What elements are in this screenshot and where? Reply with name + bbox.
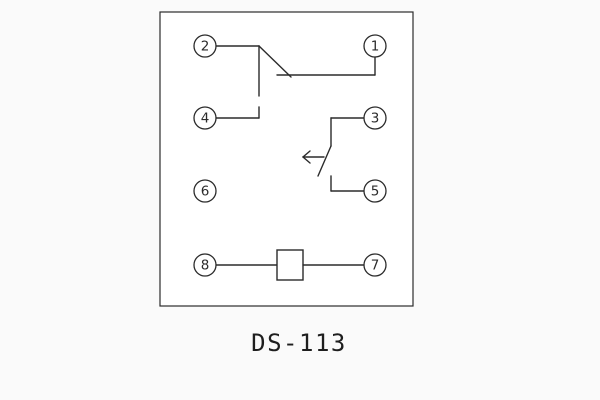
terminal-6-label: 6 — [201, 184, 210, 200]
terminal-5: 5 — [363, 179, 387, 203]
terminal-2: 2 — [193, 34, 217, 58]
arrow-icon — [301, 150, 311, 164]
terminal-1-label: 1 — [371, 39, 380, 55]
terminal-3-label: 3 — [371, 111, 380, 127]
coil-symbol — [276, 249, 304, 281]
contact-blade-middle — [317, 145, 332, 177]
terminal-7: 7 — [363, 253, 387, 277]
terminal-4: 4 — [193, 106, 217, 130]
model-label: DS-113 — [251, 329, 347, 357]
terminal-2-label: 2 — [201, 39, 210, 55]
terminal-4-label: 4 — [201, 111, 210, 127]
terminal-6: 6 — [193, 179, 217, 203]
terminal-8: 8 — [193, 253, 217, 277]
terminal-group: 2 1 4 3 6 5 — [193, 34, 387, 277]
wire-group — [215, 45, 376, 281]
terminal-1: 1 — [363, 34, 387, 58]
terminal-3: 3 — [363, 106, 387, 130]
terminal-5-label: 5 — [371, 184, 380, 200]
terminal-7-label: 7 — [371, 258, 380, 274]
contact-blade-top — [258, 45, 292, 78]
terminal-8-label: 8 — [201, 258, 210, 274]
